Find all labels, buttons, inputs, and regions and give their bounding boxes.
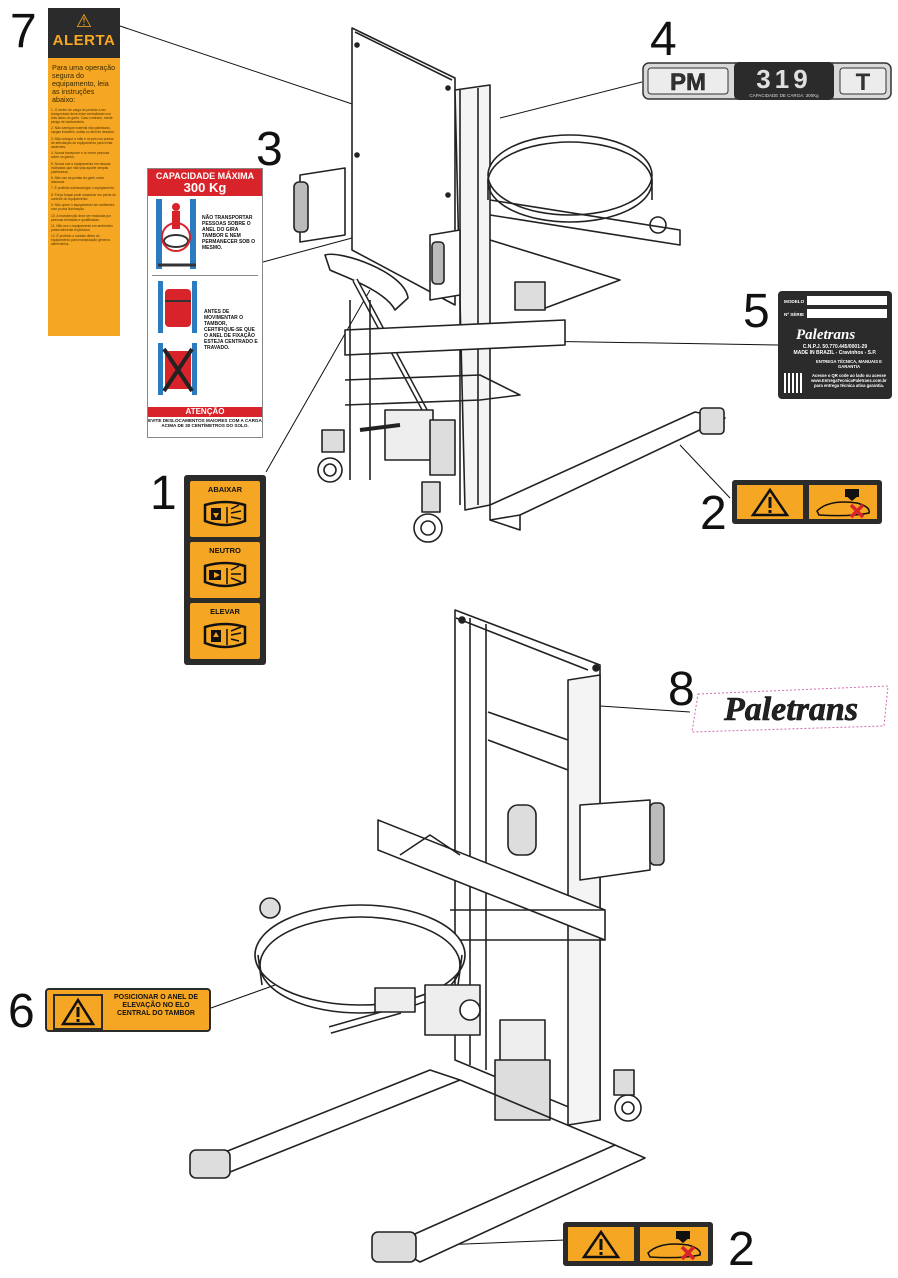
lever-neutro-text: NEUTRO xyxy=(209,546,241,555)
identification-plate: MODELO Nº SÉRIE Paletrans C.N.P.J. 50.77… xyxy=(778,291,892,399)
warning-triangle-icon: ⚠ xyxy=(75,11,93,31)
foot-warning-label-bottom xyxy=(563,1222,713,1266)
foot-warning-label-top xyxy=(732,480,882,524)
alerta-list: 1. O centro de carga do produto a ser tr… xyxy=(48,108,120,246)
callout-2-top: 2 xyxy=(700,487,727,540)
callout-6: 6 xyxy=(8,985,35,1038)
badge-subtitle: CAPACIDADE DE CARGA: 300Kg xyxy=(749,93,819,98)
plate-made-in: MADE IN BRAZIL - Cravinhos - S.P. xyxy=(793,350,877,356)
alerta-label: ⚠ ALERTA Para uma operação segura do equ… xyxy=(48,8,120,336)
alerta-item: 9. Não opere o equipamento em ambientes … xyxy=(51,203,115,212)
arrow-right-icon xyxy=(203,561,247,588)
alerta-item: 8. Força braçal pode ocasionar em perda … xyxy=(51,192,116,201)
capacidade-header: CAPACIDADE MÁXIMA 300 Kg xyxy=(148,169,262,196)
callout-8: 8 xyxy=(668,663,695,716)
lever-elevar: ELEVAR xyxy=(190,603,260,659)
alerta-item: 2. Não carregue material não paletizado,… xyxy=(51,126,115,135)
foot-crush-icon xyxy=(647,1231,701,1261)
plate-modelo-label: MODELO xyxy=(784,299,805,304)
plate-serie-field xyxy=(807,309,887,318)
plate-acesse: Acesse o QR code ao lado ou acesse www.E… xyxy=(811,373,887,388)
capacidade-label: CAPACIDADE MÁXIMA 300 Kg NÃO TRANSPORTAR… xyxy=(147,168,263,438)
pm319t-badge: PM 319 CAPACIDADE DE CARGA: 300Kg T xyxy=(642,62,892,100)
lever-abaixar: ABAIXAR xyxy=(190,481,260,537)
capacidade-value: 300 Kg xyxy=(183,180,227,195)
alerta-item: 12. É proibido o contato direto do equip… xyxy=(51,234,111,247)
capacidade-text-2: ANTES DE MOVIMENTAR O TAMBOR, CERTIFIQUE… xyxy=(204,309,258,351)
ring-position-text: POSICIONAR O ANEL DE ELEVAÇÃO NO ELO CEN… xyxy=(113,994,198,1017)
alerta-item: 7. É proibido sobrecarregar o equipament… xyxy=(51,186,115,191)
person-on-ring-icon xyxy=(156,199,196,269)
plate-cnpj: C.N.P.J. 50.770.445/0001-29 xyxy=(802,344,868,350)
warning-triangle-panel xyxy=(568,1227,634,1261)
foot-crush-panel xyxy=(809,485,877,519)
callout-5: 5 xyxy=(743,285,770,338)
foot-crush-icon xyxy=(816,489,870,519)
warning-triangle-icon xyxy=(581,1229,621,1259)
plate-modelo-field xyxy=(807,296,887,305)
alerta-item: 5. Nunca use o equipamento em rampas inc… xyxy=(51,161,111,174)
callout-7: 7 xyxy=(10,5,37,58)
warning-triangle-panel xyxy=(737,485,803,519)
capacidade-text-1: NÃO TRANSPORTAR PESSOAS SOBRE O ANEL DO … xyxy=(202,215,256,251)
ring-position-label: POSICIONAR O ANEL DE ELEVAÇÃO NO ELO CEN… xyxy=(45,988,211,1032)
alerta-item: 6. Não use as pontas do garfo como alava… xyxy=(51,175,105,184)
arrow-down-icon xyxy=(203,500,247,527)
capacidade-footer: ATENÇÃO EVITE DESLOCAMENTOS MAIORES COM … xyxy=(148,407,262,437)
foot-crush-panel xyxy=(640,1227,708,1261)
alerta-item: 11. Não use o equipamento em ambientes p… xyxy=(51,223,113,232)
qr-code-icon xyxy=(784,373,804,393)
alerta-intro: Para uma operação segura do equipamento,… xyxy=(52,63,116,104)
capacidade-title: CAPACIDADE MÁXIMA xyxy=(155,171,255,181)
alerta-item: 4. Nunca transporte e ou eleve pessoas s… xyxy=(51,151,110,160)
warning-triangle-icon xyxy=(750,487,790,517)
callout-2-bottom: 2 xyxy=(728,1223,755,1276)
atencao-title: ATENÇÃO xyxy=(148,407,262,417)
alerta-title: ALERTA xyxy=(52,32,116,49)
lever-abaixar-text: ABAIXAR xyxy=(207,485,243,494)
plate-brand-logo: Paletrans xyxy=(796,327,856,343)
plate-serie-label: Nº SÉRIE xyxy=(784,312,805,317)
drum-ring-icon xyxy=(158,281,197,395)
callout-1: 1 xyxy=(150,467,177,520)
paletrans-logo: Paletrans xyxy=(691,685,889,733)
badge-left: PM xyxy=(670,69,706,96)
badge-right: T xyxy=(856,69,871,96)
callout-4: 4 xyxy=(650,13,677,66)
lever-elevar-text: ELEVAR xyxy=(210,607,240,616)
badge-digits: 319 xyxy=(756,64,811,94)
warning-triangle-icon xyxy=(60,997,96,1026)
alerta-item: 10. A manutenção deve ser realizada por … xyxy=(51,213,111,222)
divider xyxy=(152,275,258,276)
paletrans-logo-text: Paletrans xyxy=(723,691,858,728)
atencao-text: EVITE DESLOCAMENTOS MAIORES COM A CARGA … xyxy=(148,418,262,429)
plate-entrega: ENTREGA TÉCNICA, MANUAIS E GARANTIA xyxy=(816,359,882,369)
callout-3: 3 xyxy=(256,123,283,176)
arrow-up-icon xyxy=(203,622,247,649)
alerta-header: ⚠ ALERTA xyxy=(48,8,120,58)
warning-triangle-panel xyxy=(53,994,103,1030)
lever-neutro: NEUTRO xyxy=(190,542,260,598)
lever-label: ABAIXAR NEUTRO ELEVAR xyxy=(184,475,266,665)
alerta-item: 3. Não coloque a mão e os pés nos pontos… xyxy=(51,136,114,149)
alerta-item: 1. O centro de carga do produto a ser tr… xyxy=(51,108,113,124)
